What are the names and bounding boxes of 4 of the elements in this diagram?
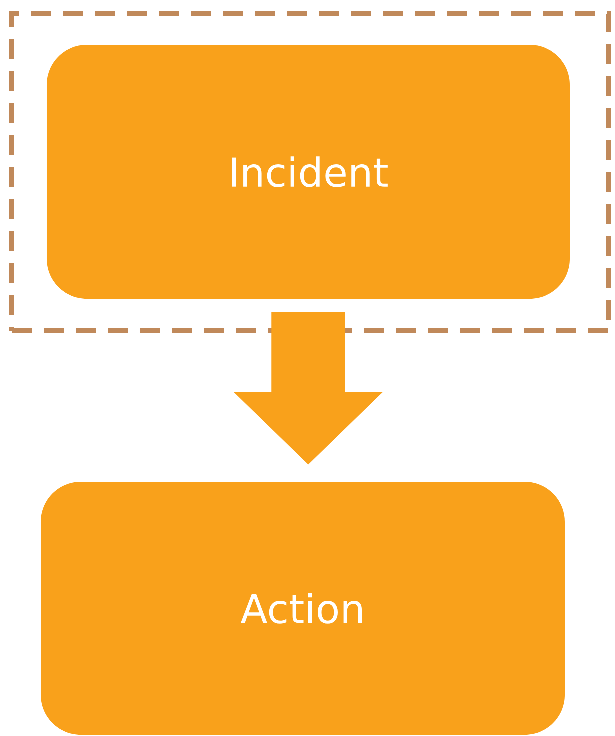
- dashed-frame: [10, 12, 612, 334]
- process-box: Action: [41, 482, 565, 735]
- block-arrow: [234, 312, 384, 465]
- process-box: Incident: [47, 45, 570, 299]
